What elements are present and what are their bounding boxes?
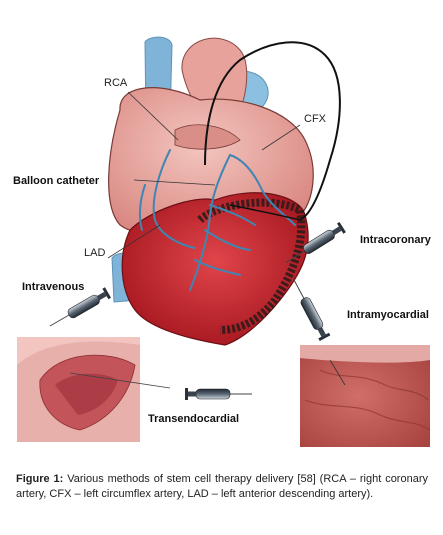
label-transendocardial: Transendocardial: [148, 413, 239, 425]
leader-lines: [107, 91, 301, 259]
syringe-transendocardial: [184, 387, 253, 401]
label-intramyocardial: Intramyocardial: [347, 309, 429, 321]
label-balloon-catheter: Balloon catheter: [13, 175, 100, 187]
label-lad: LAD: [84, 247, 105, 259]
coronary-arteries: [138, 149, 296, 291]
caption-label: Figure 1:: [16, 473, 64, 485]
syringe-intravenous: [46, 286, 112, 332]
figure-caption: Figure 1: Various methods of stem cell t…: [16, 472, 428, 502]
label-intracoronary: Intracoronary: [360, 234, 432, 246]
transendocardial-tissue: [17, 337, 171, 442]
intramyocardial-tissue: [300, 345, 431, 447]
catheter-line: [204, 41, 341, 221]
label-intravenous: Intravenous: [22, 281, 84, 293]
syringe-intramyocardial: [287, 275, 331, 342]
label-cfx: CFX: [304, 113, 327, 125]
caption-text: Various methods of stem cell therapy del…: [16, 473, 428, 500]
label-rca: RCA: [104, 77, 128, 89]
stem-cell-delivery-diagram: RCA CFX Balloon catheter LAD Intravenous…: [13, 36, 432, 447]
